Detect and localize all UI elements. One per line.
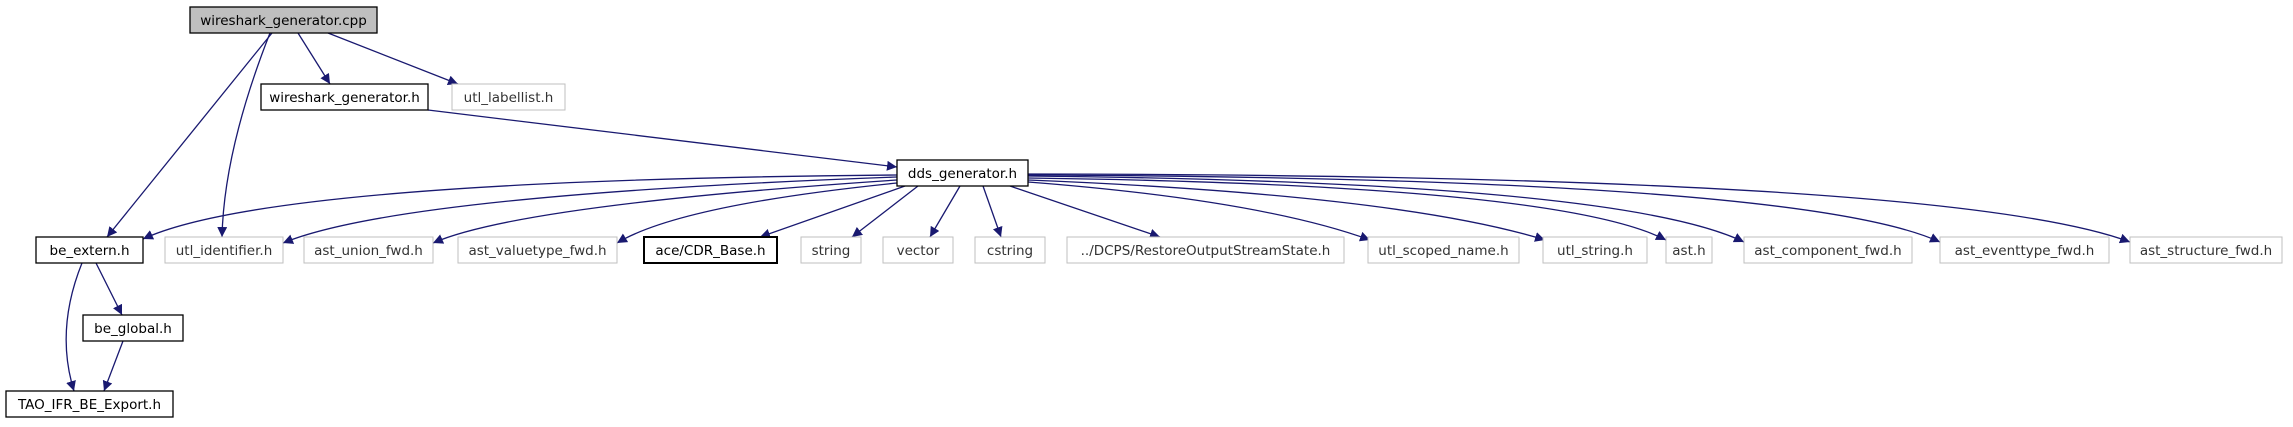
node-box xyxy=(643,236,778,264)
edge-wireshark_generator_cpp-to-wireshark_generator_h xyxy=(297,32,331,85)
node-ast-valuetype-fwd-h: ast_valuetype_fwd.h xyxy=(457,236,618,264)
edge-wireshark_generator_cpp-to-be_extern_h xyxy=(106,32,273,238)
node-box xyxy=(457,236,618,264)
node-label: string xyxy=(812,243,851,259)
node-box xyxy=(1542,236,1648,264)
node-label: ast_component_fwd.h xyxy=(1754,243,1901,259)
edge-dds_generator_h-to-string xyxy=(851,185,919,238)
edge-wireshark_generator_h-to-dds_generator_h xyxy=(427,109,898,171)
edge-dds_generator_h-to-vector xyxy=(929,185,961,238)
node-ast-eventtype-fwd-h: ast_eventtype_fwd.h xyxy=(1939,236,2110,264)
node-box xyxy=(451,83,566,111)
node-box xyxy=(1939,236,2110,264)
node-utl-labellist-h: utl_labellist.h xyxy=(451,83,566,111)
node-be-extern-h[interactable]: be_extern.h xyxy=(35,236,144,264)
node-string: string xyxy=(800,236,862,264)
node-ast-h: ast.h xyxy=(1665,236,1713,264)
edges-layer xyxy=(65,32,2131,392)
node-box xyxy=(303,236,434,264)
node-restore-output-stream-state-h: ../DCPS/RestoreOutputStreamState.h xyxy=(1066,236,1345,264)
edge-be_global_h-to-tao_ifr_be_export_h xyxy=(102,340,124,392)
node-cstring: cstring xyxy=(974,236,1046,264)
node-box xyxy=(896,159,1029,187)
edge-dds_generator_h-to-cstring xyxy=(982,185,1003,238)
edge-dds_generator_h-to-utl_identifier_h xyxy=(282,176,898,244)
node-ast-component-fwd-h: ast_component_fwd.h xyxy=(1743,236,1913,264)
node-utl-scoped-name-h: utl_scoped_name.h xyxy=(1367,236,1520,264)
node-box xyxy=(260,83,429,111)
node-label: ast_union_fwd.h xyxy=(314,243,423,259)
node-box xyxy=(82,314,184,342)
edge-dds_generator_h-to-be_extern_h xyxy=(142,174,898,240)
node-label: utl_scoped_name.h xyxy=(1378,243,1508,259)
node-box xyxy=(974,236,1046,264)
edge-dds_generator_h-to-ace_cdr_base_h xyxy=(759,185,906,239)
node-box xyxy=(2129,236,2283,264)
node-wireshark-generator-cpp[interactable]: wireshark_generator.cpp xyxy=(189,6,378,34)
node-label: ast_valuetype_fwd.h xyxy=(468,243,606,259)
node-ast-structure-fwd-h: ast_structure_fwd.h xyxy=(2129,236,2283,264)
edge-be_extern_h-to-be_global_h xyxy=(95,262,123,316)
node-label: be_extern.h xyxy=(50,243,130,259)
node-label: wireshark_generator.h xyxy=(269,90,420,106)
node-label: be_global.h xyxy=(94,321,172,337)
node-tao-ifr-be-export-h[interactable]: TAO_IFR_BE_Export.h xyxy=(5,390,174,418)
node-box xyxy=(5,390,174,418)
node-ace-cdr-base-h[interactable]: ace/CDR_Base.h xyxy=(643,236,778,264)
edge-dds_generator_h-to-utl_scoped_name_h xyxy=(1027,181,1371,242)
edge-be_extern_h-to-tao_ifr_be_export_h xyxy=(65,262,83,392)
node-box xyxy=(1743,236,1913,264)
node-label: ../DCPS/RestoreOutputStreamState.h xyxy=(1081,243,1331,259)
node-box xyxy=(882,236,954,264)
node-label: ast_eventtype_fwd.h xyxy=(1955,243,2095,259)
node-box xyxy=(164,236,284,264)
node-label: utl_string.h xyxy=(1557,243,1633,259)
edge-wireshark_generator_cpp-to-utl_labellist_h xyxy=(327,32,459,86)
edge-dds_generator_h-to-ast_union_fwd_h xyxy=(432,179,898,244)
node-dds-generator-h[interactable]: dds_generator.h xyxy=(896,159,1029,187)
node-be-global-h[interactable]: be_global.h xyxy=(82,314,184,342)
node-box xyxy=(800,236,862,264)
node-utl-identifier-h: utl_identifier.h xyxy=(164,236,284,264)
node-label: utl_labellist.h xyxy=(464,90,554,106)
edge-wireshark_generator_cpp-to-utl_identifier_h xyxy=(217,32,271,238)
node-box xyxy=(35,236,144,264)
nodes-layer: wireshark_generator.cpp wireshark_generat… xyxy=(5,6,2283,418)
node-ast-union-fwd-h: ast_union_fwd.h xyxy=(303,236,434,264)
node-box xyxy=(1367,236,1520,264)
node-label: wireshark_generator.cpp xyxy=(200,13,367,29)
edge-dds_generator_h-to-ast_structure_fwd_h xyxy=(1027,173,2131,244)
node-label: vector xyxy=(897,243,940,259)
node-label: utl_identifier.h xyxy=(176,243,273,259)
node-label: ace/CDR_Base.h xyxy=(655,243,765,259)
node-label: dds_generator.h xyxy=(908,166,1017,182)
edge-dds_generator_h-to-ast_eventtype_fwd_h xyxy=(1027,174,1941,243)
edge-dds_generator_h-to-utl_string_h xyxy=(1027,179,1546,242)
node-box xyxy=(1066,236,1345,264)
node-vector: vector xyxy=(882,236,954,264)
node-wireshark-generator-h[interactable]: wireshark_generator.h xyxy=(260,83,429,111)
node-label: ast.h xyxy=(1672,243,1705,259)
node-utl-string-h: utl_string.h xyxy=(1542,236,1648,264)
node-box xyxy=(189,6,378,34)
node-label: TAO_IFR_BE_Export.h xyxy=(17,397,161,413)
edge-dds_generator_h-to-ast_component_fwd_h xyxy=(1027,175,1745,243)
edge-dds_generator_h-to-ast_valuetype_fwd_h xyxy=(616,182,898,244)
edge-dds_generator_h-to-ast_h xyxy=(1027,177,1667,241)
node-box xyxy=(1665,236,1713,264)
node-label: cstring xyxy=(987,243,1033,259)
node-label: ast_structure_fwd.h xyxy=(2140,243,2272,259)
edge-dds_generator_h-to-restore_output_stream_state_h xyxy=(1009,185,1161,239)
